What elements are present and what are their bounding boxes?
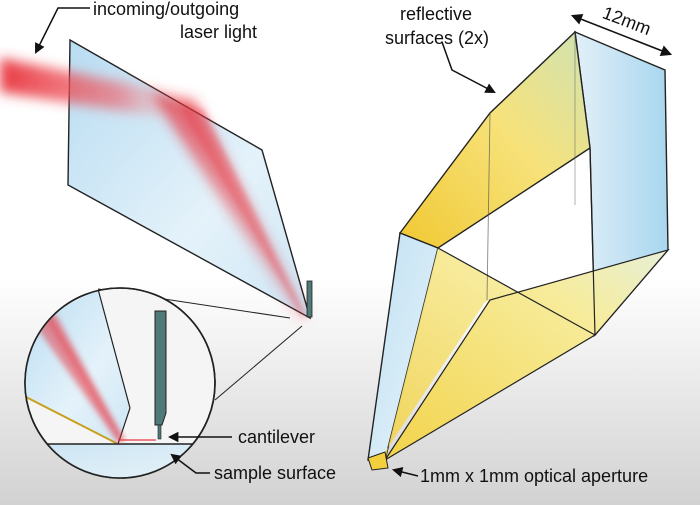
label-reflective-line2: surfaces (2x) [385, 28, 489, 48]
cantilever-small [306, 280, 313, 318]
laser-leader-arrow [35, 7, 90, 54]
cantilever-zoomed [154, 310, 167, 426]
left-prism [0, 38, 312, 320]
aperture-leader-arrow [391, 466, 419, 478]
label-aperture: 1mm x 1mm optical aperture [420, 466, 648, 486]
sample-leader-arrow [170, 453, 210, 474]
reflective-surface-bottom [384, 248, 670, 461]
width-dimension-arrow [570, 14, 673, 56]
zoom-line-bottom [214, 325, 303, 401]
label-incoming-line1: incoming/outgoing [93, 0, 239, 19]
zoom-circle [24, 287, 216, 479]
optical-aperture [367, 451, 389, 471]
label-reflective-line1: reflective [400, 4, 472, 24]
reflective-leader-arrow [441, 41, 496, 93]
laser-beam-incoming [0, 58, 170, 118]
laser-beam-reflected [150, 92, 308, 318]
label-cantilever: cantilever [238, 427, 315, 447]
right-prism [367, 30, 670, 471]
label-sample-surface: sample surface [214, 463, 336, 483]
label-incoming-line2: laser light [180, 22, 257, 42]
